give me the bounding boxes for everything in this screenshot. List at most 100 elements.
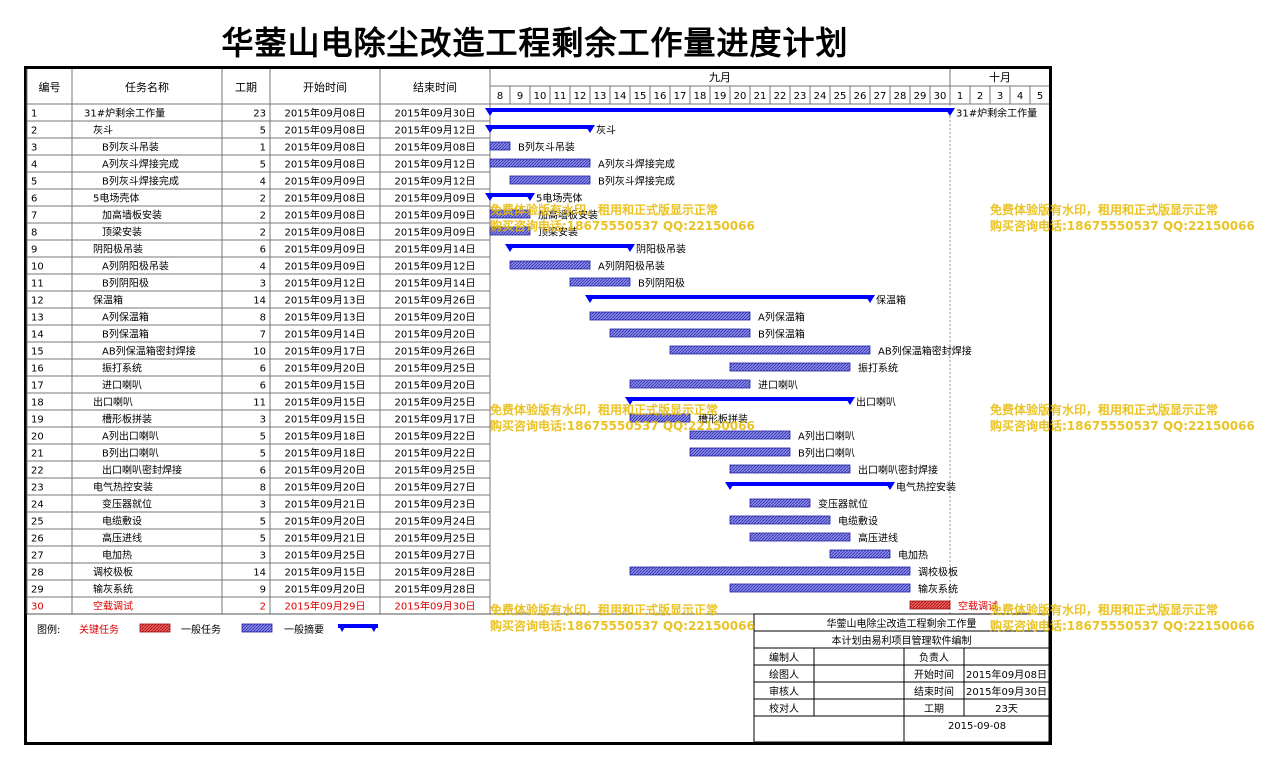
bar-label: B列灰斗焊接完成 [598, 175, 675, 188]
day-tick-label: 25 [834, 91, 847, 102]
task-bar [489, 158, 591, 168]
day-tick-label: 4 [1017, 91, 1023, 102]
bar-label: B列保温箱 [758, 328, 805, 341]
task-duration: 23 [253, 109, 266, 120]
day-tick-label: 27 [874, 91, 887, 102]
task-id: 25 [31, 517, 44, 528]
info-cell: 开始时间 [914, 668, 954, 681]
task-id: 22 [31, 466, 44, 477]
task-name: 变压器就位 [102, 498, 152, 511]
task-start: 2015年09月09日 [285, 175, 366, 188]
task-end: 2015年09月25日 [395, 532, 476, 545]
task-name: A列出口喇叭 [102, 430, 159, 443]
task-bar [689, 430, 791, 440]
watermark-text: 购买咨询电话:18675550537 QQ:22150066 [990, 418, 1255, 433]
task-bar [489, 141, 511, 151]
watermark-text: 购买咨询电话:18675550537 QQ:22150066 [490, 618, 755, 633]
bar-label: 阴阳极吊装 [636, 243, 686, 256]
info-cell: 负责人 [919, 651, 949, 664]
task-duration: 4 [260, 177, 266, 188]
task-name: 顶梁安装 [102, 226, 142, 239]
day-tick-label: 10 [534, 91, 547, 102]
task-duration: 2 [260, 228, 266, 239]
task-id: 6 [31, 194, 37, 205]
summary-start-cap [485, 193, 495, 201]
bar-label: 槽形板拼装 [698, 413, 748, 426]
bar-label: 变压器就位 [818, 498, 868, 511]
task-start: 2015年09月08日 [285, 141, 366, 154]
task-bar [489, 209, 531, 219]
month-label: 九月 [709, 71, 731, 84]
bar-label: 31#炉剩余工作量 [956, 107, 1037, 120]
legend-title: 图例: [37, 623, 60, 636]
task-name: 阴阳极吊装 [93, 243, 143, 256]
legend-critical-swatch [139, 623, 171, 633]
bar-label: B列阴阳极 [638, 277, 685, 290]
task-end: 2015年09月09日 [395, 192, 476, 205]
task-end: 2015年09月24日 [395, 515, 476, 528]
task-bar [749, 498, 811, 508]
info-cell: 绘图人 [769, 668, 799, 681]
task-end: 2015年09月09日 [395, 226, 476, 239]
day-tick-label: 19 [714, 91, 727, 102]
task-start: 2015年09月25日 [285, 549, 366, 562]
watermark-text: 购买咨询电话:18675550537 QQ:22150066 [490, 218, 755, 233]
task-id: 10 [31, 262, 44, 273]
task-end: 2015年09月09日 [395, 209, 476, 222]
task-bar [669, 345, 871, 355]
watermark-text: 免费体验版有水印，租用和正式版显示正常 [990, 402, 1218, 417]
task-duration: 3 [260, 551, 266, 562]
day-tick-label: 20 [734, 91, 747, 102]
bar-label: 顶梁安装 [538, 226, 578, 239]
legend-summary-swatch [338, 624, 378, 628]
day-tick-label: 9 [517, 91, 523, 102]
task-start: 2015年09月21日 [285, 498, 366, 511]
bar-label: 出口喇叭 [856, 396, 896, 409]
task-bar [729, 464, 851, 474]
info-cell: 工期 [924, 703, 944, 715]
task-duration: 6 [260, 381, 266, 392]
task-duration: 5 [260, 534, 266, 545]
task-duration: 3 [260, 500, 266, 511]
task-duration: 14 [253, 296, 266, 307]
task-end: 2015年09月28日 [395, 566, 476, 579]
task-id: 11 [31, 279, 44, 290]
task-end: 2015年09月22日 [395, 430, 476, 443]
task-name: A列保温箱 [102, 311, 149, 324]
task-start: 2015年09月08日 [285, 192, 366, 205]
task-name: 槽形板拼装 [102, 413, 152, 426]
task-bar [609, 328, 751, 338]
task-start: 2015年09月15日 [285, 566, 366, 579]
task-id: 9 [31, 245, 37, 256]
task-duration: 5 [260, 126, 266, 137]
task-id: 29 [31, 585, 44, 596]
task-duration: 5 [260, 160, 266, 171]
task-end: 2015年09月20日 [395, 328, 476, 341]
watermark-text: 购买咨询电话:18675550537 QQ:22150066 [490, 418, 755, 433]
task-end: 2015年09月17日 [395, 413, 476, 426]
task-id: 30 [31, 602, 44, 613]
header-id: 编号 [39, 80, 61, 94]
info-box [753, 613, 1050, 743]
task-start: 2015年09月17日 [285, 345, 366, 358]
task-duration: 7 [260, 330, 266, 341]
task-id: 17 [31, 381, 44, 392]
info-cell: 2015年09月30日 [966, 685, 1047, 698]
bar-label: 电加热 [898, 549, 928, 562]
task-bar [509, 175, 591, 185]
day-tick-label: 30 [934, 91, 947, 102]
summary-start-cap [585, 295, 595, 303]
task-id: 5 [31, 177, 37, 188]
header-name: 任务名称 [125, 80, 169, 94]
task-bar [729, 583, 911, 593]
task-name: 保温箱 [93, 294, 123, 307]
task-id: 20 [31, 432, 44, 443]
watermark-text: 免费体验版有水印，租用和正式版显示正常 [490, 402, 718, 417]
summary-start-cap [485, 108, 495, 116]
task-end: 2015年09月30日 [395, 107, 476, 120]
task-id: 14 [31, 330, 44, 341]
task-id: 3 [31, 143, 37, 154]
info-cell: 校对人 [769, 702, 799, 715]
task-start: 2015年09月20日 [285, 515, 366, 528]
header-end: 结束时间 [413, 81, 457, 94]
